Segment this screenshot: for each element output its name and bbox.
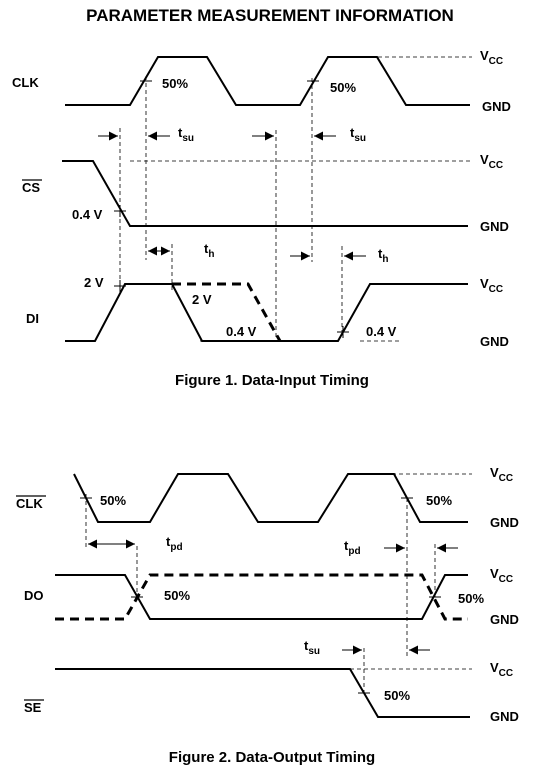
clk2-gnd-label: GND xyxy=(490,515,519,530)
clk2-50-label-b: 50% xyxy=(426,493,452,508)
se-50-label: 50% xyxy=(384,688,410,703)
di-waveform-solid xyxy=(65,283,468,342)
do-waveform-solid xyxy=(55,574,468,620)
tpd-b-label: tpd xyxy=(344,538,361,557)
clk2-waveform xyxy=(73,473,468,523)
se-vcc-label: VCC xyxy=(490,660,513,679)
clk-50-label-b: 50% xyxy=(330,80,356,95)
tpd-a-label: tpd xyxy=(166,534,183,553)
page-title: PARAMETER MEASUREMENT INFORMATION xyxy=(86,6,454,25)
figure-1-data-input-timing: CLK CS DI VCC GND VCC GND VCC GND 50% 50… xyxy=(12,48,511,389)
signal-cs: CS xyxy=(22,180,40,195)
th-a-label: th xyxy=(204,241,214,260)
clk2-vcc-label: VCC xyxy=(490,465,513,484)
cs-waveform xyxy=(62,160,468,227)
figure-2-data-output-timing: CLK DO SE VCC GND VCC GND VCC GND 50% 50… xyxy=(16,465,519,766)
clk2-50-label-a: 50% xyxy=(100,493,126,508)
do-50-label-a: 50% xyxy=(164,588,190,603)
di-2v-label-a: 2 V xyxy=(84,275,104,290)
di-waveform-alt-path xyxy=(172,282,282,342)
signal-do: DO xyxy=(24,588,44,603)
di-gnd-label: GND xyxy=(480,334,509,349)
cs-04v-label: 0.4 V xyxy=(72,207,103,222)
figure-1-caption: Figure 1. Data-Input Timing xyxy=(175,372,369,389)
di-2v-label-b: 2 V xyxy=(192,292,212,307)
di-vcc-label: VCC xyxy=(480,276,503,295)
signal-se-bar: SE xyxy=(24,700,42,715)
do-waveform-dashed xyxy=(55,573,468,621)
tsu-b-label: tsu xyxy=(350,125,366,144)
tsu2-label: tsu xyxy=(304,638,320,657)
do-50-label-b: 50% xyxy=(458,591,484,606)
di-04v-label-b: 0.4 V xyxy=(366,324,397,339)
signal-clk-bar: CLK xyxy=(16,496,43,511)
do-gnd-label: GND xyxy=(490,612,519,627)
di-04v-label-a: 0.4 V xyxy=(226,324,257,339)
se-gnd-label: GND xyxy=(490,709,519,724)
do-vcc-label: VCC xyxy=(490,566,513,585)
clk-gnd-label: GND xyxy=(482,99,511,114)
signal-clk: CLK xyxy=(12,75,39,90)
clk-50-label-a: 50% xyxy=(162,76,188,91)
cs-vcc-label: VCC xyxy=(480,152,503,171)
clk-waveform xyxy=(65,56,470,106)
clk-vcc-label: VCC xyxy=(480,48,503,67)
th-b-label: th xyxy=(378,246,388,265)
signal-di: DI xyxy=(26,311,39,326)
cs-gnd-label: GND xyxy=(480,219,509,234)
tsu-a-label: tsu xyxy=(178,125,194,144)
figure-2-caption: Figure 2. Data-Output Timing xyxy=(169,749,375,766)
